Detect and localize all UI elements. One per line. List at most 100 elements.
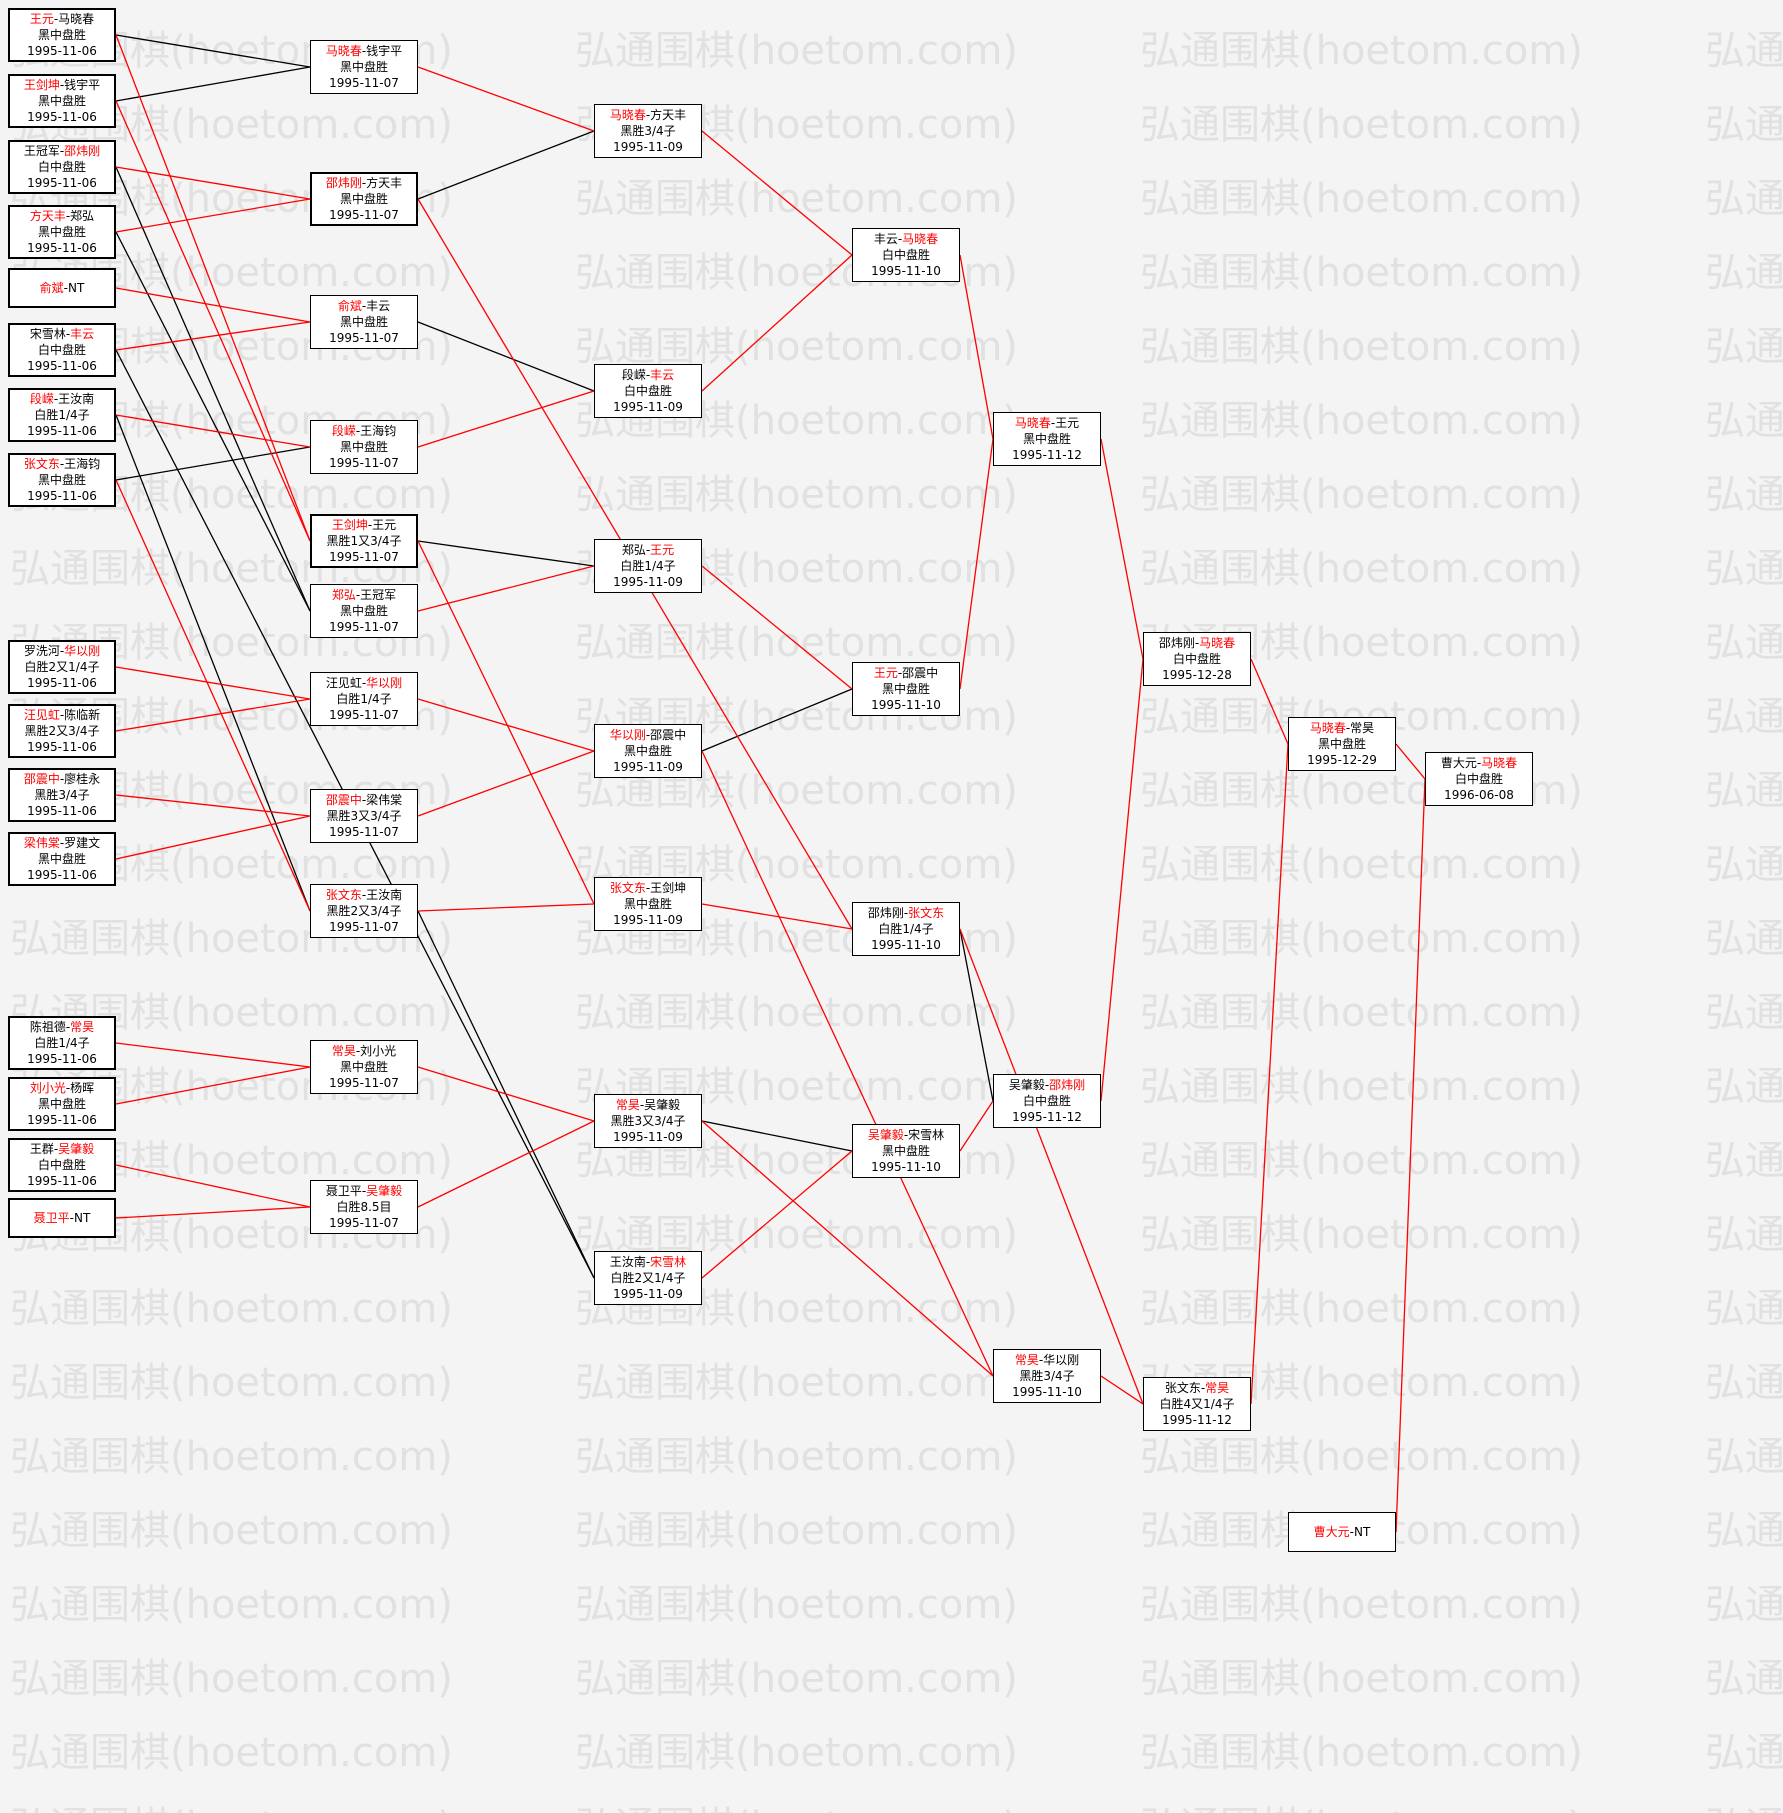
match-result: 白中盘胜 bbox=[37, 1158, 86, 1172]
match-players: 马晓春-常昊 bbox=[1310, 720, 1374, 736]
player-1-name: 马晓春 bbox=[1309, 721, 1346, 735]
match-result: 黑中盘胜 bbox=[37, 28, 86, 42]
player-1-name: 常昊 bbox=[1014, 1353, 1039, 1367]
match-players: 俞斌-NT bbox=[40, 280, 85, 296]
match-box: 马晓春-钱宇平 黑中盘胜 1995-11-07 bbox=[310, 40, 418, 94]
match-date: 1995-11-06 bbox=[27, 1113, 97, 1127]
loser-path-line bbox=[417, 130, 595, 200]
match-result: 白中盘胜 bbox=[1022, 1094, 1071, 1108]
player-1-name: 聂卫平 bbox=[325, 1184, 362, 1198]
watermark-text: 弘通围棋(hoetom.com) bbox=[1705, 1794, 1783, 1813]
match-date: 1995-11-09 bbox=[613, 400, 683, 414]
player-2-name: 常昊 bbox=[1205, 1381, 1230, 1395]
winner-path-line bbox=[115, 815, 311, 860]
loser-path-line bbox=[115, 231, 311, 612]
players-separator: - bbox=[65, 327, 71, 341]
player-2-name: 常昊 bbox=[70, 1020, 95, 1034]
players-separator: - bbox=[59, 144, 65, 158]
winner-path-line bbox=[417, 1066, 595, 1122]
match-box: 邵震中-梁伟棠 黑胜3又3/4子 1995-11-07 bbox=[310, 789, 418, 843]
player-2-name: 钱宇平 bbox=[366, 44, 403, 58]
match-players: 王剑坤-王元 bbox=[332, 517, 396, 533]
winner-path-line bbox=[115, 794, 311, 817]
watermark-text: 弘通围棋(hoetom.com) bbox=[575, 28, 1018, 74]
players-separator: - bbox=[69, 1211, 75, 1225]
match-result: 黑中盘胜 bbox=[37, 1097, 86, 1111]
winner-path-line bbox=[1395, 743, 1426, 780]
match-date: 1995-11-06 bbox=[27, 489, 97, 503]
match-result: 白中盘胜 bbox=[1172, 652, 1221, 666]
match-box: 段嵘-王海钧 黑中盘胜 1995-11-07 bbox=[310, 420, 418, 474]
watermark-text: 弘通围棋(hoetom.com) bbox=[575, 1212, 1018, 1258]
match-players: 王剑坤-钱宇平 bbox=[24, 77, 100, 93]
watermark-text: 弘通围棋(hoetom.com) bbox=[1140, 1064, 1583, 1110]
match-result: 黑胜2又3/4子 bbox=[326, 904, 402, 918]
match-date: 1995-11-06 bbox=[27, 740, 97, 754]
winner-path-line bbox=[115, 1042, 311, 1068]
watermark-text: 弘通围棋(hoetom.com) bbox=[1705, 1656, 1783, 1702]
match-result: 黑中盘胜 bbox=[623, 897, 672, 911]
winner-path-line bbox=[959, 928, 1144, 1405]
match-players: 马晓春-方天丰 bbox=[610, 107, 686, 123]
loser-path-line bbox=[115, 166, 311, 612]
match-result: 白胜1/4子 bbox=[620, 559, 676, 573]
watermark-text: 弘通围棋(hoetom.com) bbox=[1705, 398, 1783, 444]
match-box: 王元-马晓春 黑中盘胜 1995-11-06 bbox=[8, 8, 116, 62]
match-box: 陈祖德-常昊 白胜1/4子 1995-11-06 bbox=[8, 1016, 116, 1070]
watermark-text: 弘通围棋(hoetom.com) bbox=[1705, 1138, 1783, 1184]
player-2-name: 梁伟棠 bbox=[366, 793, 403, 807]
players-separator: - bbox=[1349, 1525, 1355, 1539]
player-1-name: 华以刚 bbox=[609, 728, 646, 742]
watermark-text: 弘通围棋(hoetom.com) bbox=[1140, 1286, 1583, 1332]
player-1-name: 王群 bbox=[29, 1142, 54, 1156]
match-date: 1995-11-07 bbox=[329, 550, 399, 564]
players-separator: - bbox=[645, 368, 651, 382]
match-result: 黑中盘胜 bbox=[37, 473, 86, 487]
player-1-name: 郑弘 bbox=[331, 588, 356, 602]
match-date: 1995-11-07 bbox=[329, 620, 399, 634]
match-date: 1995-11-06 bbox=[27, 110, 97, 124]
player-2-name: 邵震中 bbox=[902, 666, 939, 680]
players-separator: - bbox=[355, 588, 361, 602]
watermark-text: 弘通围棋(hoetom.com) bbox=[10, 1360, 453, 1406]
match-players: 吴肇毅-邵炜刚 bbox=[1009, 1077, 1085, 1093]
match-players: 王元-马晓春 bbox=[30, 11, 94, 27]
winner-path-line bbox=[701, 750, 994, 1377]
players-separator: - bbox=[1345, 721, 1351, 735]
match-date: 1995-11-12 bbox=[1012, 1110, 1082, 1124]
player-1-name: 马晓春 bbox=[609, 108, 646, 122]
player-2-name: 丰云 bbox=[366, 299, 391, 313]
player-2-name: 宋雪林 bbox=[908, 1128, 945, 1142]
match-date: 1995-11-09 bbox=[613, 760, 683, 774]
watermark-text: 弘通围棋(hoetom.com) bbox=[1705, 250, 1783, 296]
players-separator: - bbox=[361, 793, 367, 807]
match-box: 段嵘-王汝南 白胜1/4子 1995-11-06 bbox=[8, 388, 116, 442]
player-2-name: 王海钧 bbox=[64, 457, 101, 471]
players-separator: - bbox=[53, 392, 59, 406]
player-1-name: 邵震中 bbox=[23, 772, 60, 786]
watermark-text: 弘通围棋(hoetom.com) bbox=[10, 1434, 453, 1480]
watermark-text: 弘通围棋(hoetom.com) bbox=[1705, 916, 1783, 962]
match-date: 1995-11-06 bbox=[27, 241, 97, 255]
players-separator: - bbox=[65, 1081, 71, 1095]
players-separator: - bbox=[63, 281, 69, 295]
winner-path-line bbox=[959, 1100, 994, 1152]
winner-path-line bbox=[701, 254, 853, 392]
players-separator: - bbox=[1050, 416, 1056, 430]
match-box: 俞斌-NT bbox=[8, 268, 116, 308]
match-date: 1995-11-06 bbox=[27, 676, 97, 690]
players-separator: - bbox=[53, 1142, 59, 1156]
watermark-text: 弘通围棋(hoetom.com) bbox=[1705, 1064, 1783, 1110]
watermark-text: 弘通围棋(hoetom.com) bbox=[575, 472, 1018, 518]
match-players: 俞斌-丰云 bbox=[338, 298, 390, 314]
match-box: 王剑坤-钱宇平 黑中盘胜 1995-11-06 bbox=[8, 74, 116, 128]
match-date: 1995-11-06 bbox=[27, 424, 97, 438]
match-box: 王剑坤-王元 黑胜1又3/4子 1995-11-07 bbox=[310, 514, 418, 568]
winner-path-line bbox=[1395, 778, 1426, 1533]
match-date: 1995-12-29 bbox=[1307, 753, 1377, 767]
match-result: 白胜1/4子 bbox=[34, 1036, 90, 1050]
watermark-text: 弘通围棋(hoetom.com) bbox=[1705, 768, 1783, 814]
watermark-text: 弘通围棋(hoetom.com) bbox=[1140, 1730, 1583, 1776]
players-separator: - bbox=[1044, 1078, 1050, 1092]
match-players: 常昊-华以刚 bbox=[1015, 1352, 1079, 1368]
